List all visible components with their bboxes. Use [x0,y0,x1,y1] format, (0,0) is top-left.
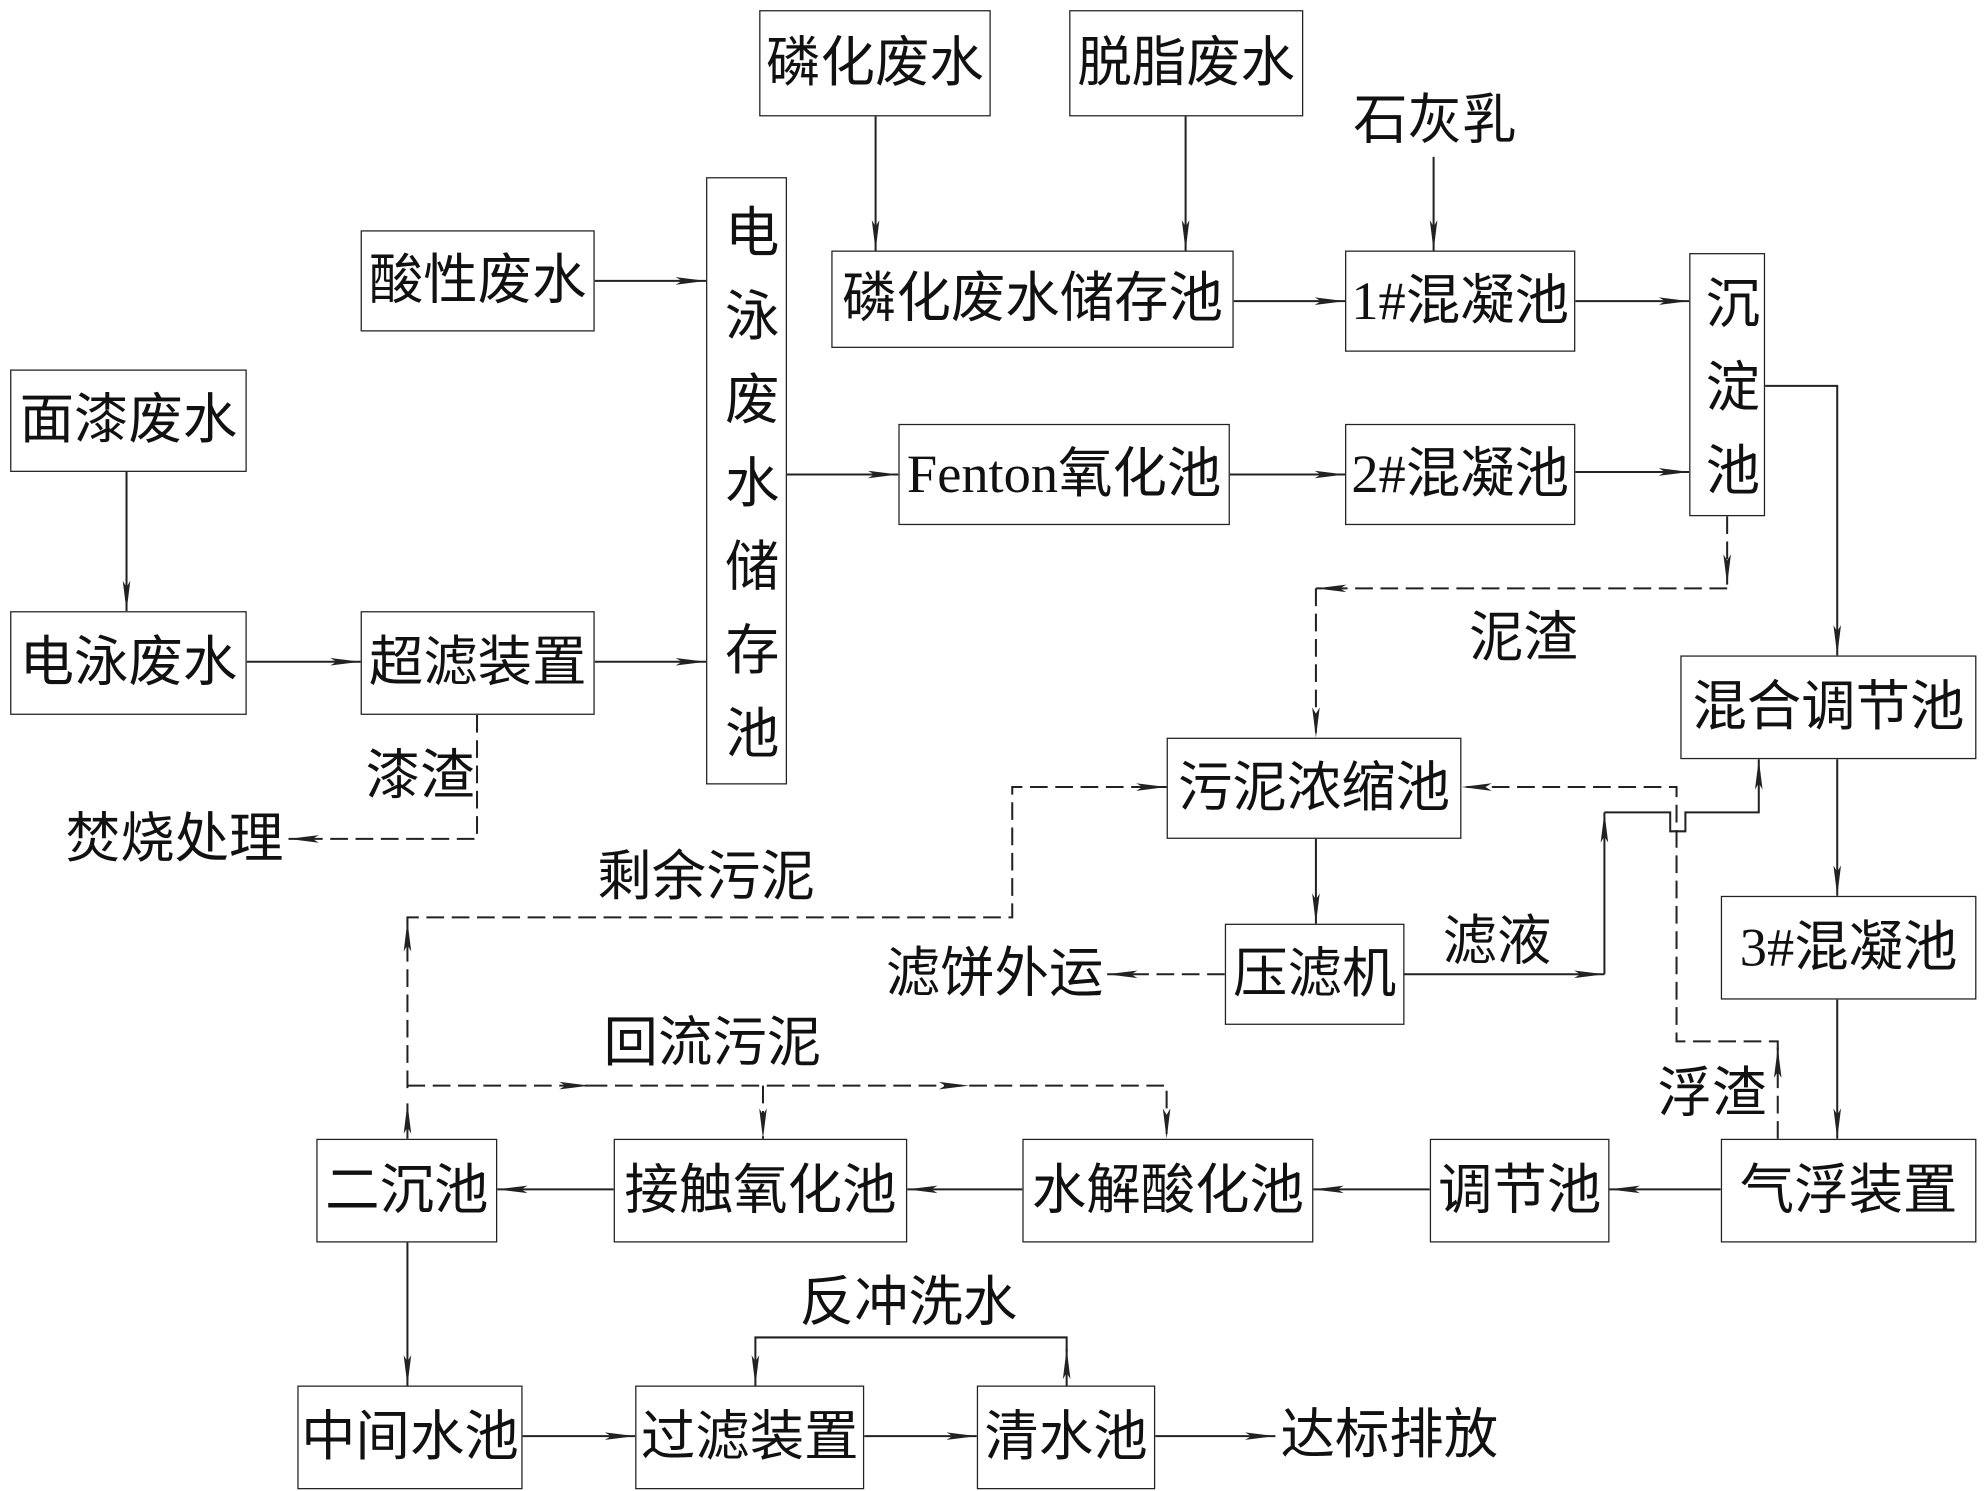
filtration-device-label: 过滤装置 [640,1407,859,1468]
phosphating-wastewater-node: 磷化废水 [759,10,991,117]
sedimentation-tank-node: 沉淀池 [1689,253,1766,524]
air-flotation-device-label: 气浮装置 [1739,1160,1958,1221]
ultrafiltration-device-label: 超滤装置 [368,633,587,693]
electrophoresis-wastewater-label: 电泳废水 [19,633,238,693]
topcoat-wastewater-label: 面漆废水 [19,390,238,451]
degreasing-wastewater-node: 脱脂废水 [1069,10,1304,117]
degreasing-wastewater-label: 脱脂废水 [1077,33,1296,94]
clean-water-tank-label: 清水池 [984,1407,1148,1468]
sludge-residue-label: 泥渣 [1469,609,1578,669]
electrophoresis-wastewater-node: 电泳废水 [10,611,247,715]
acidic-wastewater-label: 酸性废水 [368,251,587,311]
air-flotation-device-node: 气浮装置 [1720,1138,1977,1243]
backwash-water-label: 反冲洗水 [799,1273,1018,1334]
hydrolysis-acidification-tank-node: 水解酸化池 [1022,1138,1314,1243]
ultrafiltration-device-node: 超滤装置 [360,611,595,715]
regulating-tank-label: 调节池 [1438,1160,1602,1221]
electrophoresis-storage-tank-label: 电泳废水储存池 [716,203,777,788]
mixing-regulating-tank-label: 混合调节池 [1692,677,1965,738]
contact-oxidation-tank-node: 接触氧化池 [613,1138,908,1243]
paint-residue-label: 漆渣 [365,747,475,807]
mixing-regulating-tank-node: 混合调节池 [1680,655,1977,760]
regulating-tank-node: 调节池 [1429,1138,1610,1243]
phosphating-wastewater-label: 磷化废水 [766,33,984,94]
filter-press-label: 压滤机 [1233,944,1397,1005]
phosphating-storage-tank-node: 磷化废水储存池 [831,250,1234,348]
fenton-oxidation-tank-label: Fenton氧化池 [906,444,1222,505]
electrophoresis-storage-tank-node: 电泳废水储存池 [706,177,788,788]
intermediate-tank-label: 中间水池 [301,1407,519,1468]
hydrolysis-acidification-tank-label: 水解酸化池 [1031,1160,1304,1221]
intermediate-tank-node: 中间水池 [297,1385,523,1490]
sludge-thickener-node: 污泥浓缩池 [1166,737,1462,839]
filter-press-node: 压滤机 [1224,923,1405,1025]
solid-flow-lines [122,116,1842,1440]
coagulation-tank-1-label: 1#混凝池 [1351,271,1569,331]
acidic-wastewater-node: 酸性废水 [360,230,595,332]
coagulation-tank-3-label: 3#混凝池 [1739,917,1958,978]
contact-oxidation-tank-label: 接触氧化池 [624,1160,897,1221]
dashed-sludge-lines [288,516,1782,1139]
sedimentation-tank-label: 沉淀池 [1697,273,1757,525]
coagulation-tank-3-node: 3#混凝池 [1720,895,1977,1000]
secondary-clarifier-node: 二沉池 [316,1138,498,1243]
return-sludge-label: 回流污泥 [603,1014,822,1074]
topcoat-wastewater-node: 面漆废水 [10,369,247,472]
incineration-label: 焚烧处理 [65,810,284,870]
fenton-oxidation-tank-node: Fenton氧化池 [898,423,1230,526]
scum-label: 浮渣 [1657,1064,1767,1125]
sludge-thickener-label: 污泥浓缩池 [1178,758,1451,819]
secondary-clarifier-label: 二沉池 [325,1160,489,1221]
discharge-label: 达标排放 [1280,1406,1499,1466]
filter-cake-out-label: 滤饼外运 [885,944,1104,1005]
excess-sludge-label: 剩余污泥 [597,848,815,908]
filtrate-label: 滤液 [1442,912,1552,973]
filtration-device-node: 过滤装置 [635,1385,865,1490]
phosphating-storage-tank-label: 磷化废水储存池 [842,269,1223,329]
clean-water-tank-node: 清水池 [976,1385,1156,1490]
coagulation-tank-2-node: 2#混凝池 [1345,423,1576,526]
coagulation-tank-2-label: 2#混凝池 [1351,444,1569,505]
lime-milk-label: 石灰乳 [1353,91,1517,152]
coagulation-tank-1-node: 1#混凝池 [1345,250,1576,352]
